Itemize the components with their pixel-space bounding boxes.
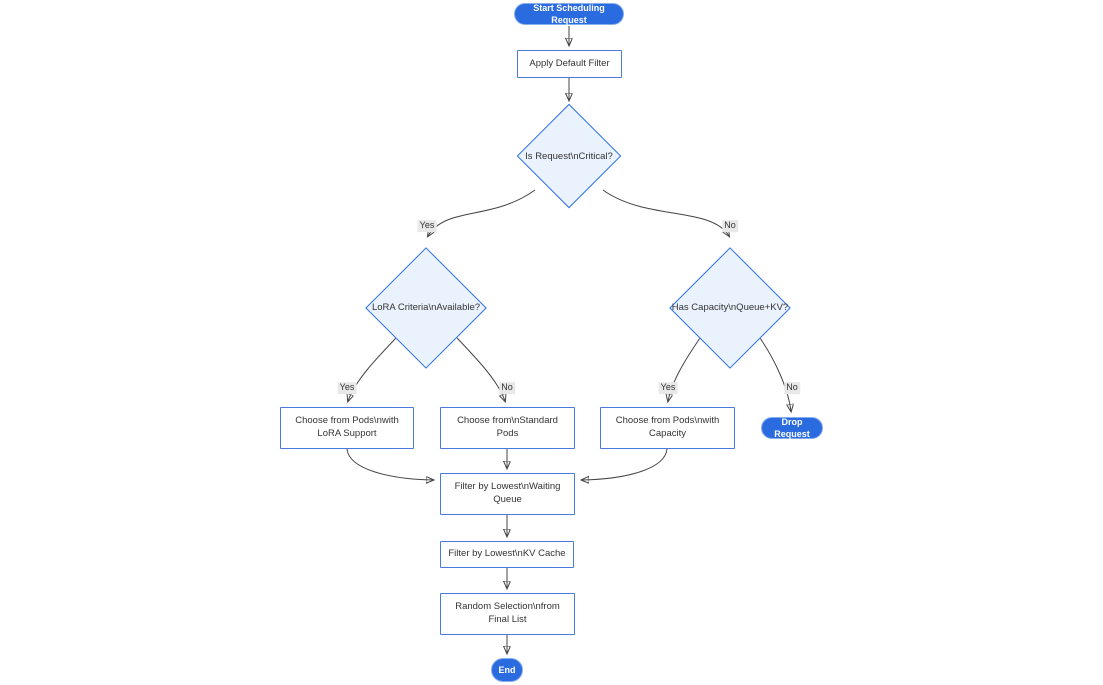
node-filter-waiting-queue: Filter by Lowest\nWaiting Queue (440, 473, 575, 515)
edge-critical-no (602, 189, 729, 236)
edge-label-lora-yes: Yes (337, 382, 357, 394)
node-choose-capacity-pods-line1: Choose from Pods\nwith (615, 415, 720, 427)
node-random-selection-line1: Random Selection\nfrom (455, 601, 560, 613)
node-apply-default-filter: Apply Default Filter (517, 50, 622, 78)
node-filter-waiting-queue-line2: Queue (493, 494, 522, 505)
node-choose-standard-pods: Choose from\nStandard Pods (440, 407, 575, 449)
node-end: End (491, 658, 523, 682)
node-choose-standard-pods-line2: Pods (496, 428, 519, 439)
node-choose-capacity-pods: Choose from Pods\nwith Capacity (600, 407, 735, 449)
node-random-selection: Random Selection\nfrom Final List (440, 593, 575, 635)
node-choose-standard-pods-line1: Choose from\nStandard (457, 415, 558, 427)
edge-label-critical-yes: Yes (417, 220, 437, 232)
node-drop-request: Drop Request (761, 417, 823, 439)
node-filter-kv-cache: Filter by Lowest\nKV Cache (440, 541, 574, 568)
edge-label-critical-no: No (722, 220, 738, 232)
node-random-selection-line2: Final List (488, 614, 527, 625)
node-is-critical-label: Is Request\nCritical? (525, 150, 613, 162)
edge-chooselora-to-filter (346, 448, 433, 480)
node-choose-lora-pods-line1: Choose from Pods\nwith (295, 415, 399, 427)
edge-critical-yes (428, 189, 536, 236)
node-filter-waiting-queue-line1: Filter by Lowest\nWaiting (454, 481, 561, 493)
edge-capacity-no (759, 337, 791, 411)
edge-lora-no (456, 337, 505, 401)
node-lora-criteria-label: LoRA Criteria\nAvailable? (371, 301, 481, 313)
edge-label-lora-no: No (499, 382, 515, 394)
node-choose-capacity-pods-line2: Capacity (649, 428, 686, 439)
edge-lora-yes (348, 337, 397, 401)
edge-label-capacity-yes: Yes (658, 382, 678, 394)
edge-capacity-yes (668, 337, 701, 401)
node-has-capacity-label: Has Capacity\nQueue+KV? (671, 301, 789, 313)
node-start: Start Scheduling Request (514, 3, 624, 25)
edge-choosecapacity-to-filter (582, 448, 668, 480)
node-choose-lora-pods: Choose from Pods\nwith LoRA Support (280, 407, 414, 449)
node-choose-lora-pods-line2: LoRA Support (317, 428, 377, 439)
edge-label-capacity-no: No (784, 382, 800, 394)
